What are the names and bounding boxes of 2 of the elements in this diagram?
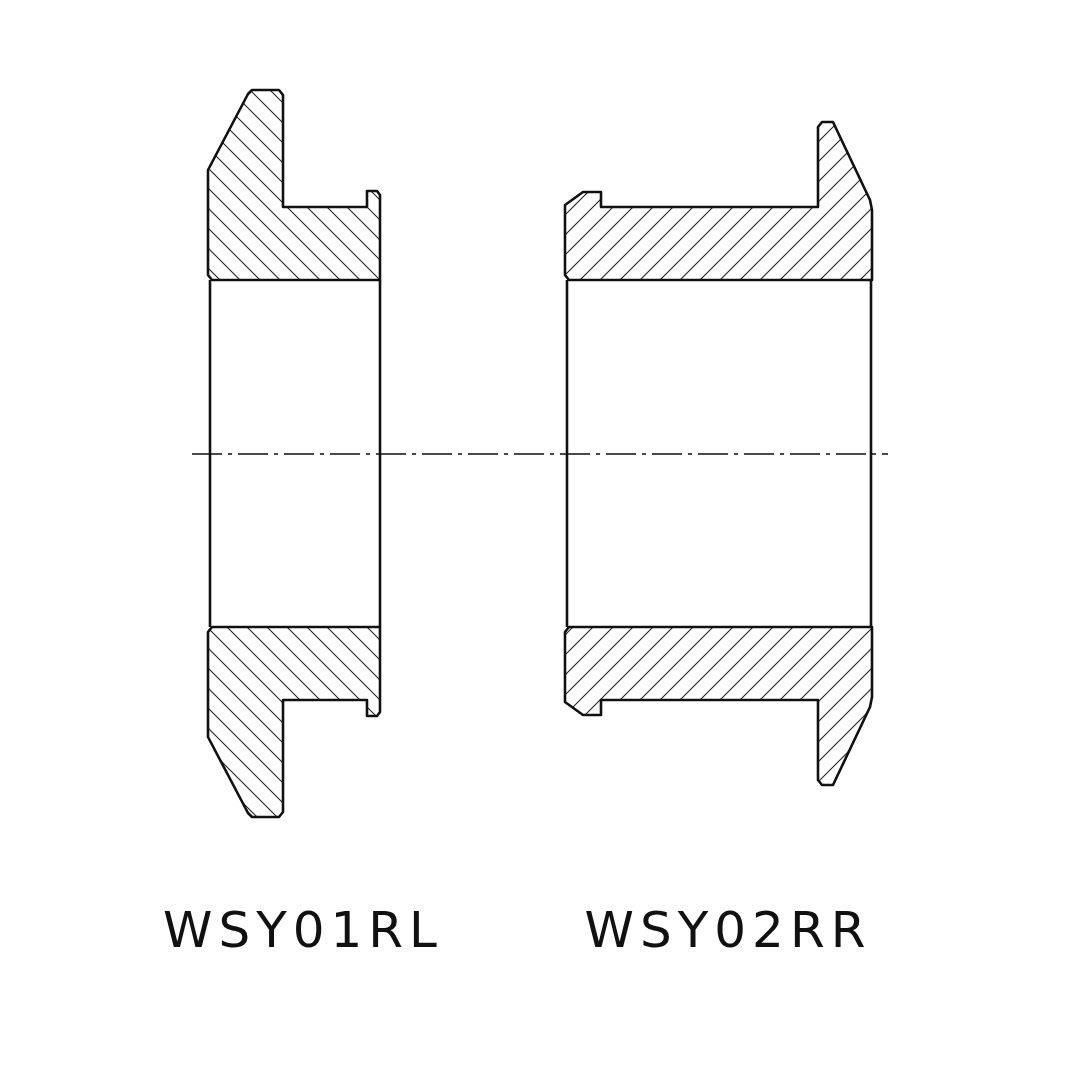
part-number: WSY02RR: [584, 905, 872, 955]
part-number: WSY01RL: [163, 905, 443, 955]
